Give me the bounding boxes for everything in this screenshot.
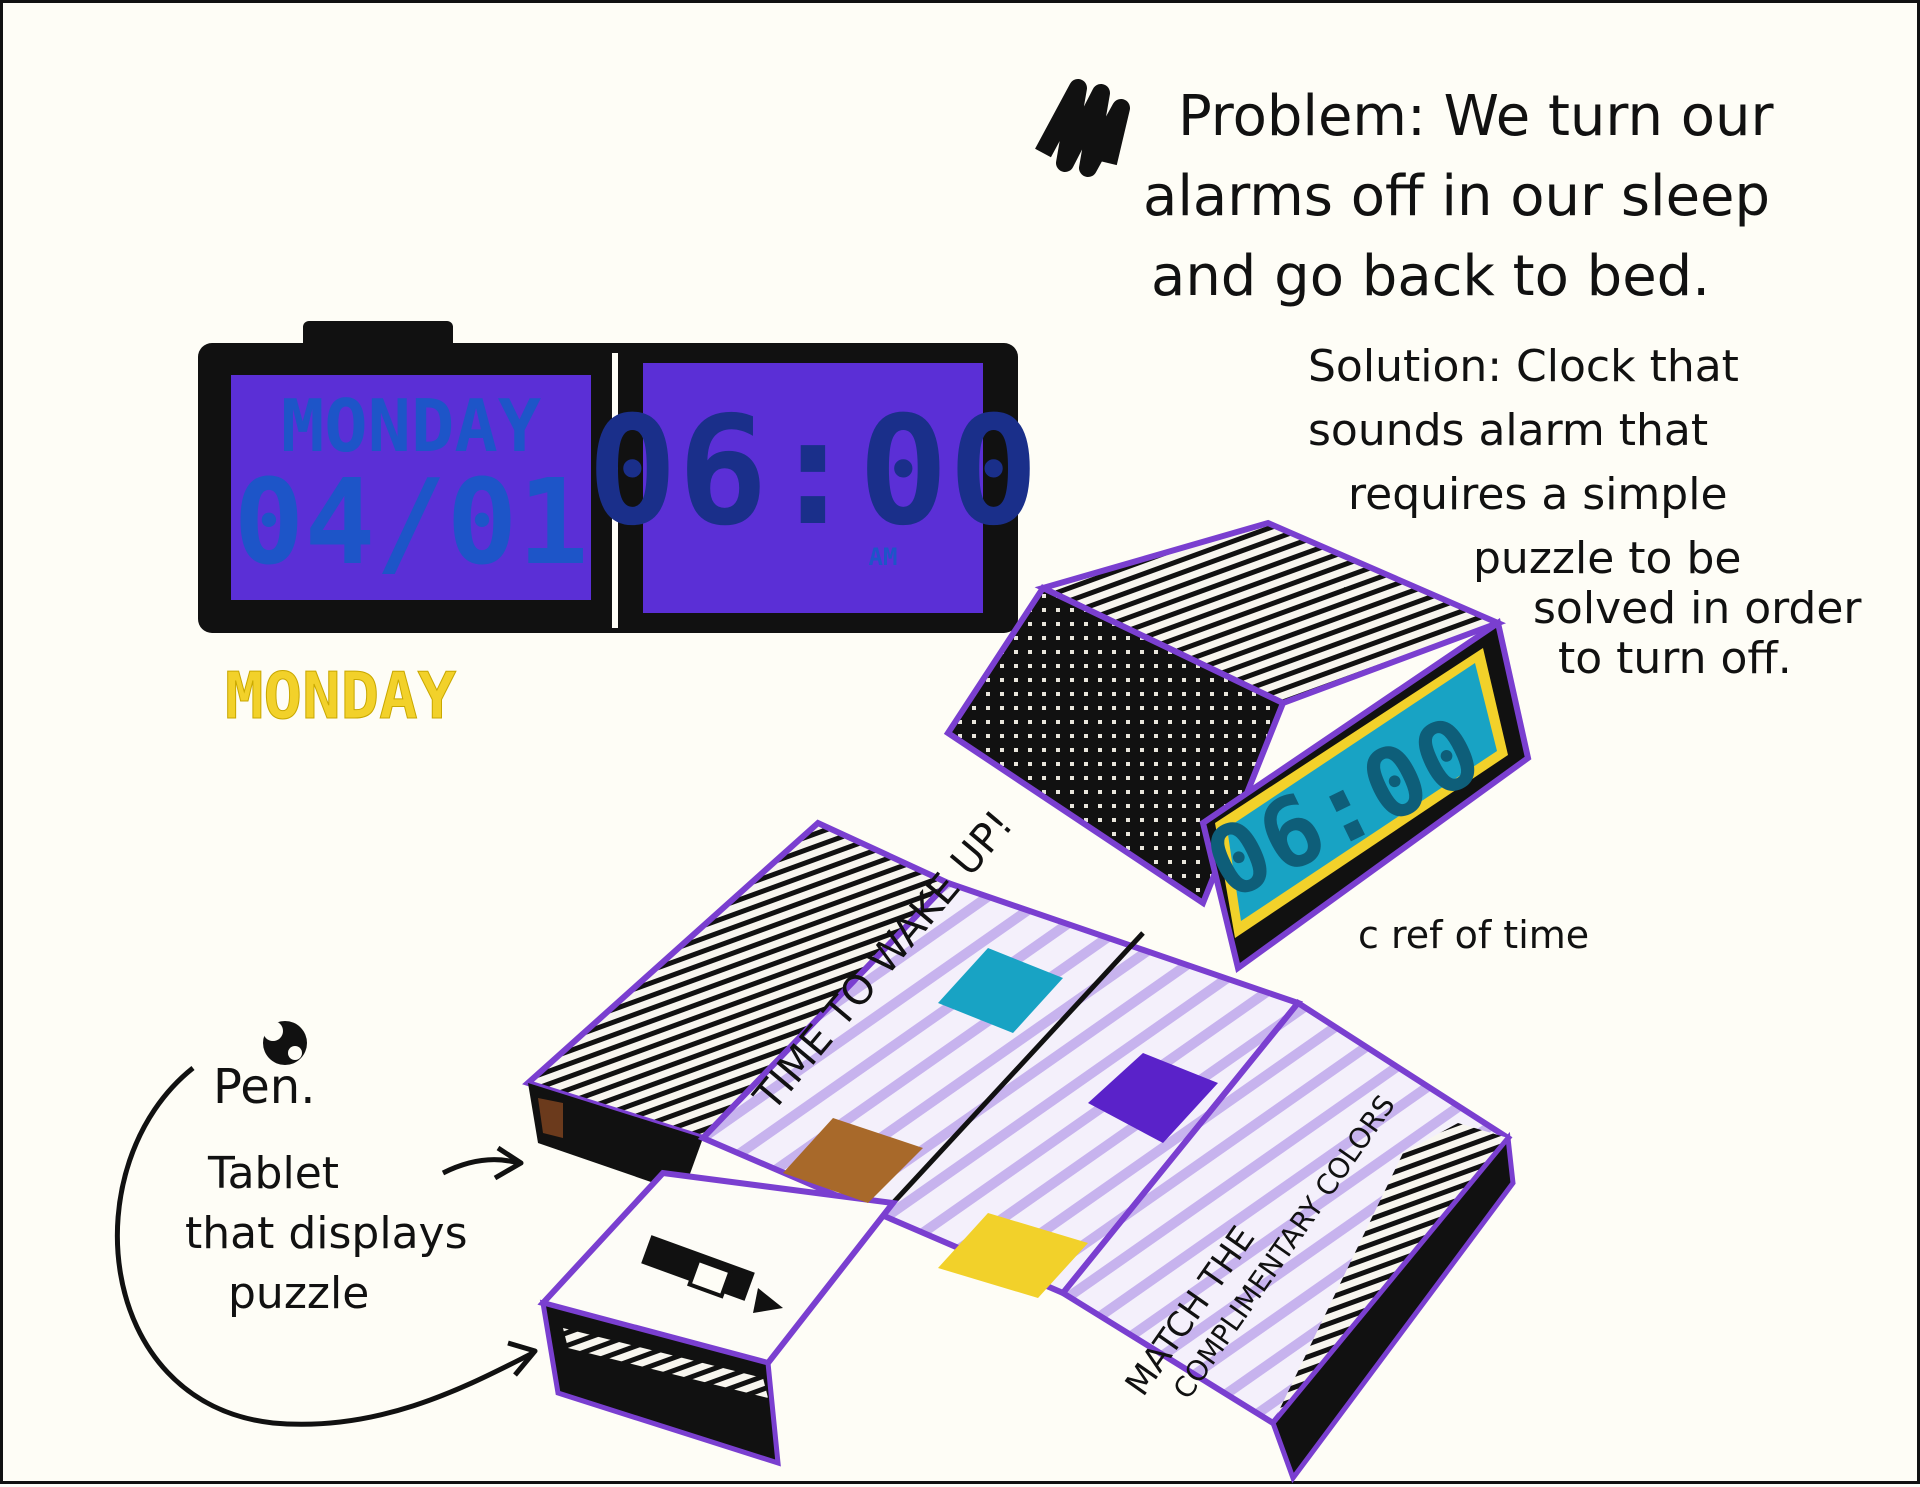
arrow-to-pen (114, 1066, 535, 1427)
scribble-dot-icon (263, 1021, 307, 1065)
pen-annotation: Pen. (213, 1059, 315, 1115)
tablet-annotation-2: that displays (185, 1208, 468, 1259)
yellow-tile[interactable] (938, 1213, 1088, 1298)
pen-icon (641, 1235, 783, 1313)
clock-date-text: 04/01 (233, 453, 588, 591)
side-clock-note: c ref of time (1358, 913, 1589, 957)
solution-line-2: sounds alarm that (1308, 405, 1708, 456)
front-clock: MONDAY 04/01 06:00 AM (198, 321, 1039, 633)
side-clock: 06:00 (943, 519, 1532, 974)
brown-tile[interactable] (783, 1118, 923, 1203)
tablet-annotation-3: puzzle (228, 1268, 369, 1319)
violet-tile[interactable] (1088, 1053, 1218, 1143)
problem-line-3: and go back to bed. (1151, 244, 1710, 309)
tablet-unfolded: TIME TO WAKE UP! MATCH THE COMPLIMENTARY… (522, 802, 1516, 1484)
solution-line-5: solved in order (1533, 583, 1862, 634)
tablet-annotation-1: Tablet (207, 1148, 339, 1199)
arrow-to-tablet (441, 1157, 519, 1176)
clock-time-text: 06:00 (587, 385, 1039, 559)
date-display (231, 375, 591, 600)
sketch-canvas: MONDAY 04/01 06:00 AM MONDAY Problem: We… (114, 79, 1862, 1484)
teal-tile[interactable] (938, 948, 1063, 1033)
time-display (643, 363, 983, 613)
day-label: MONDAY (225, 660, 457, 734)
solution-line-6: to turn off. (1558, 633, 1792, 684)
problem-line-1: Problem: We turn our (1178, 84, 1774, 149)
solution-line-1: Solution: Clock that (1308, 341, 1739, 392)
scribble-bullet-icon (1035, 79, 1130, 177)
solution-line-3: requires a simple (1348, 469, 1728, 520)
solution-line-4: puzzle to be (1473, 533, 1741, 584)
clock-ampm-text: AM (869, 543, 898, 571)
problem-line-2: alarms off in our sleep (1143, 164, 1770, 229)
clock-day-text: MONDAY (281, 384, 542, 468)
